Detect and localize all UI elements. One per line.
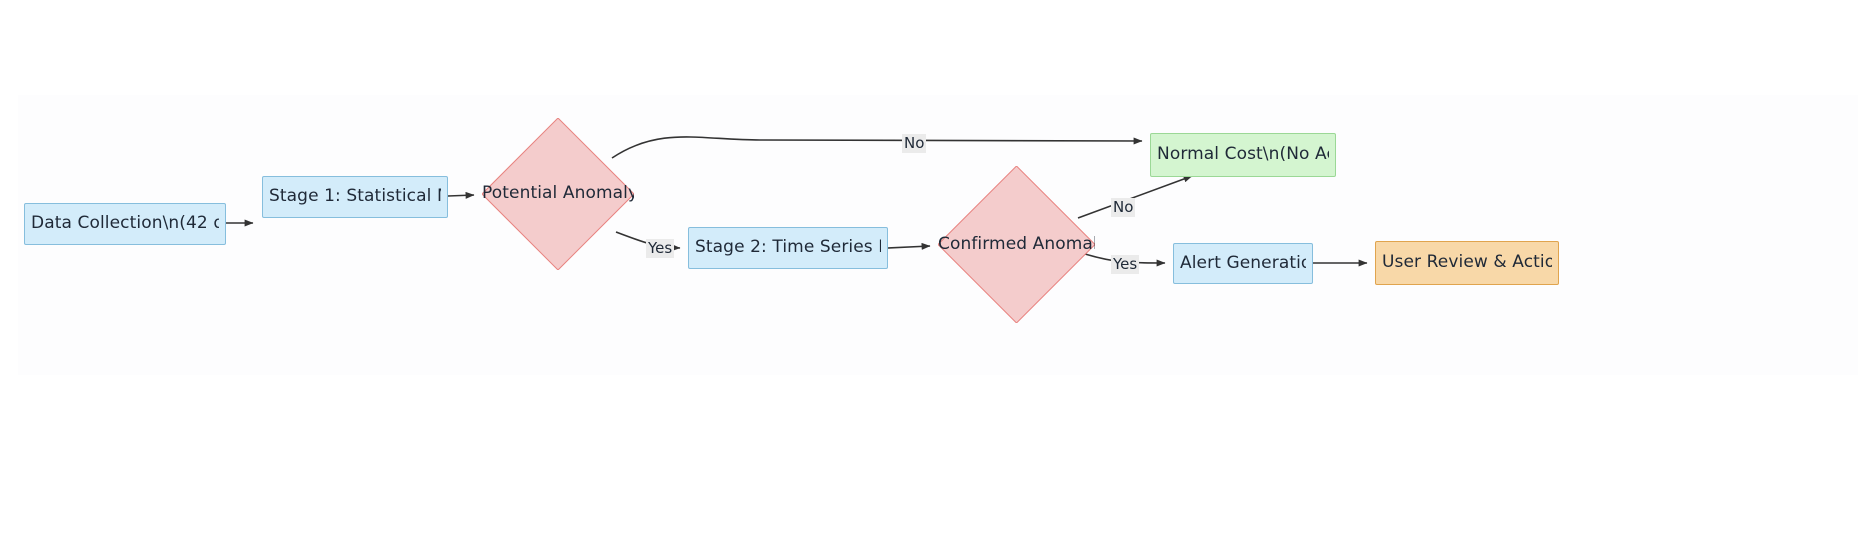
edge-stage1-to-potential-anomaly bbox=[447, 191, 475, 199]
node-user-review[interactable]: User Review & Action bbox=[1375, 241, 1559, 285]
node-label-stage1: Stage 1: Statistical Model bbox=[269, 187, 441, 207]
edge-stage2-to-confirmed-anomaly bbox=[887, 242, 931, 250]
diamond-shape bbox=[938, 166, 1095, 323]
node-stage1[interactable]: Stage 1: Statistical Model bbox=[262, 176, 448, 218]
node-potential-anomaly[interactable]: Potential Anomaly? bbox=[482, 118, 634, 270]
node-confirmed-anomaly[interactable]: Confirmed Anomaly? bbox=[938, 166, 1095, 323]
node-alert-generation[interactable]: Alert Generation bbox=[1173, 243, 1313, 284]
node-stage2[interactable]: Stage 2: Time Series Foreca bbox=[688, 227, 888, 269]
edge-paths bbox=[226, 136, 1368, 267]
edge-potential-anomaly-to-normal-cost bbox=[611, 136, 1143, 159]
node-label-data-collection: Data Collection\n(42 days hi bbox=[31, 214, 219, 234]
diamond-shape bbox=[482, 118, 634, 270]
node-label-stage2: Stage 2: Time Series Foreca bbox=[695, 238, 881, 258]
edge-label-label-no-top: No bbox=[902, 134, 927, 153]
node-label-confirmed-anomaly: Confirmed Anomaly? bbox=[938, 234, 1095, 254]
edge-label-label-yes-stage2: Yes bbox=[646, 239, 675, 258]
node-normal-cost[interactable]: Normal Cost\n(No Action) bbox=[1150, 133, 1336, 177]
node-data-collection[interactable]: Data Collection\n(42 days hi bbox=[24, 203, 226, 245]
edge-label-label-yes-alert: Yes bbox=[1111, 255, 1140, 274]
node-label-potential-anomaly: Potential Anomaly? bbox=[482, 184, 634, 204]
edge-confirmed-anomaly-to-normal-cost bbox=[1077, 175, 1193, 219]
edge-label-label-no-confirmed: No bbox=[1111, 198, 1136, 217]
node-label-user-review: User Review & Action bbox=[1382, 253, 1552, 273]
node-label-alert-generation: Alert Generation bbox=[1180, 253, 1306, 273]
node-label-normal-cost: Normal Cost\n(No Action) bbox=[1157, 145, 1329, 165]
